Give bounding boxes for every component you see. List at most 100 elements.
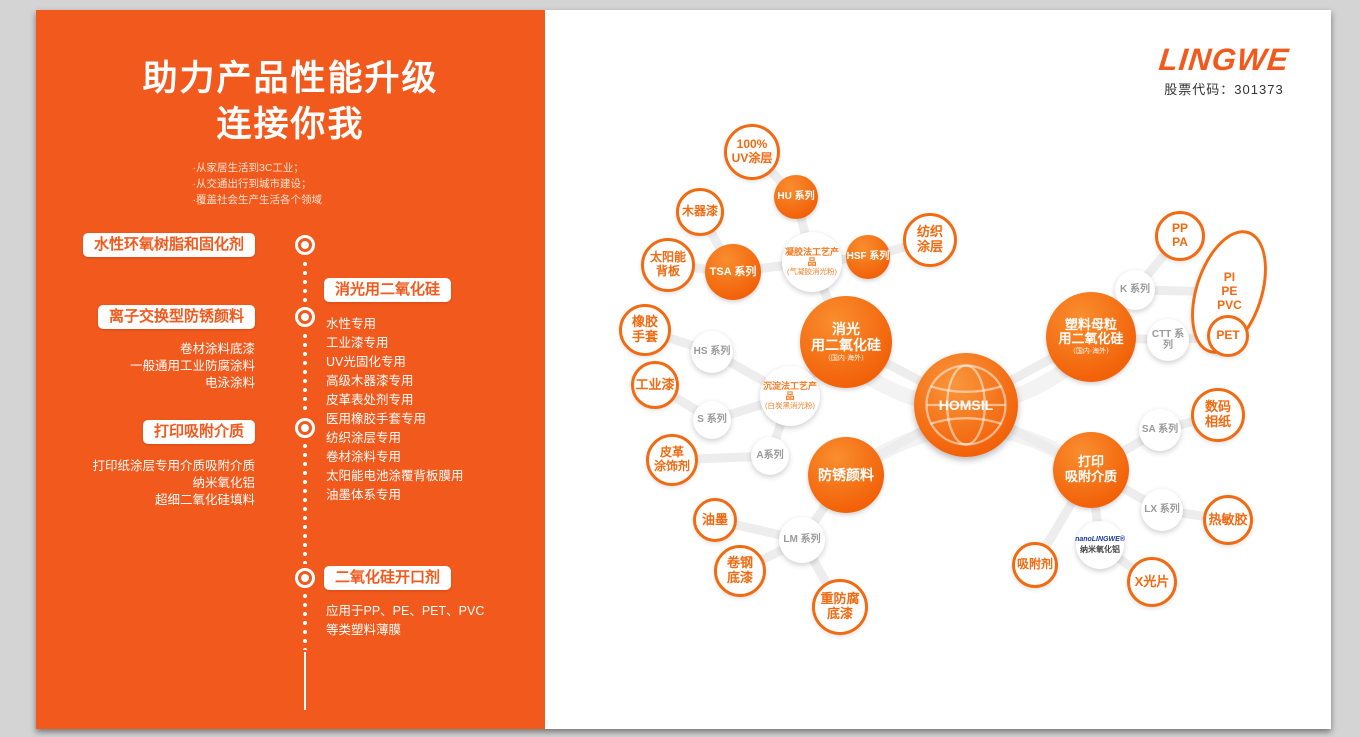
- antirust-pigment-uses-list: 卷材涂料底漆一般通用工业防腐涂料电泳涂料: [130, 341, 255, 392]
- diagram-node-hu: HU 系列: [774, 175, 818, 219]
- timeline-dotted-segment: [302, 442, 308, 564]
- use-item: 水性专用: [326, 317, 377, 331]
- use-item: 电泳涂料: [204, 376, 255, 390]
- node-label: 吸附剂: [1016, 557, 1053, 572]
- diagram-node-uv100: 100% UV涂层: [724, 124, 780, 180]
- diagram-node-printmedia: 打印 吸附介质: [1053, 432, 1129, 508]
- node-label: 打印 吸附介质: [1064, 454, 1117, 484]
- page-title: 助力产品性能升级 连接你我: [36, 56, 545, 148]
- node-label: PI PE PVC: [1216, 270, 1242, 312]
- node-sublabel: （国内·海外）: [823, 354, 869, 362]
- use-item: 一般通用工业防腐涂料: [129, 359, 255, 373]
- diagram-node-hsf: HSF 系列: [846, 235, 890, 279]
- page-title-line2: 连接你我: [216, 105, 365, 144]
- diagram-node-hub: HOMSIL: [914, 353, 1018, 457]
- node-label: 木器漆: [681, 204, 718, 219]
- node-label: 凝胶法工艺产品: [784, 246, 839, 268]
- use-item: 油墨体系专用: [326, 488, 402, 502]
- diagram-node-glove: 橡胶 手套: [619, 304, 671, 356]
- globe-icon: [925, 364, 1007, 446]
- node-label: 工业漆: [635, 376, 675, 392]
- diagram-node-lm: LM 系列: [779, 517, 825, 563]
- node-label: A系列: [756, 450, 784, 462]
- node-label: 重防腐 底漆: [820, 591, 860, 621]
- use-item: 太阳能电池涂覆背板膜用: [326, 469, 464, 483]
- intro-bullet: ·覆盖社会生产生活各个领域: [192, 194, 323, 206]
- node-label: 消光 用二氧化硅: [811, 321, 881, 354]
- diagram-node-antirust: 防锈颜料: [808, 437, 884, 513]
- diagram-node-textile: 纺织 涂层: [903, 213, 957, 267]
- node-label: HSF 系列: [846, 251, 890, 263]
- node-label: 热敏胶: [1208, 511, 1248, 527]
- use-item: 工业漆专用: [326, 336, 389, 350]
- use-item: 等类塑料薄膜: [326, 623, 402, 637]
- node-sublabel: （国内·海外）: [1068, 348, 1114, 356]
- timeline-dotted-segment: [302, 332, 308, 414]
- timeline-marker-icon: [295, 235, 315, 255]
- print-media-uses-list: 打印纸涂层专用介质吸附介质纳米氧化铝超细二氧化硅填料: [92, 458, 255, 509]
- diagram-node-lx: LX 系列: [1141, 489, 1183, 531]
- timeline-dotted-segment: [302, 260, 308, 304]
- node-label: 纺织 涂层: [916, 224, 943, 254]
- node-label: 塑料母粒 用二氧化硅: [1058, 316, 1124, 347]
- node-label: PP PA: [1171, 221, 1188, 249]
- diagram-node-sa: SA 系列: [1139, 409, 1181, 451]
- category-antirust-pigment: 离子交换型防锈颜料: [97, 305, 255, 329]
- left-panel: 助力产品性能升级 连接你我 ·从家居生活到3C工业；·从交通出行到城市建设；·覆…: [36, 10, 545, 729]
- use-item: 纳米氧化铝: [192, 476, 255, 490]
- node-label: 防锈颜料: [818, 466, 874, 483]
- node-label: K 系列: [1120, 284, 1150, 296]
- diagram-node-ctt: CTT 系列: [1147, 319, 1189, 361]
- node-label: LM 系列: [783, 534, 821, 546]
- node-label: LX 系列: [1144, 504, 1180, 516]
- node-label: 太阳能 背板: [649, 250, 686, 278]
- diagram-node-pet: PET: [1207, 315, 1249, 357]
- diagram-node-masterbatch: 塑料母粒 用二氧化硅（国内·海外）: [1046, 292, 1136, 382]
- diagram-node-xray: X光片: [1127, 557, 1177, 607]
- node-sublabel: (气凝胶消光粉): [787, 267, 837, 277]
- node-label: TSA 系列: [709, 265, 757, 278]
- node-label: HOMSIL: [938, 396, 994, 413]
- diagram-node-anticorr: 重防腐 底漆: [812, 579, 868, 635]
- node-label: PET: [1216, 328, 1240, 343]
- intro-bullet: ·从交通出行到城市建设；: [192, 178, 312, 190]
- use-item: 卷材涂料底漆: [179, 342, 255, 356]
- diagram-node-ink: 油墨: [693, 498, 737, 542]
- diagram-node-precip: 沉淀法工艺产品(白炭黑消光粉): [760, 366, 820, 426]
- presentation-slide: 助力产品性能升级 连接你我 ·从家居生活到3C工业；·从交通出行到城市建设；·覆…: [36, 10, 1331, 729]
- use-item: 超细二氧化硅填料: [154, 493, 255, 507]
- node-label: 沉淀法工艺产品: [762, 380, 817, 402]
- node-label: 皮革 涂饰剂: [653, 445, 690, 473]
- use-item: 高级木器漆专用: [326, 374, 414, 388]
- category-matting-silica: 消光用二氧化硅: [324, 278, 452, 302]
- diagram-node-photo: 数码 相纸: [1191, 388, 1245, 442]
- timeline-solid-segment: [304, 652, 306, 710]
- category-antiblocking-silica: 二氧化硅开口剂: [324, 566, 452, 590]
- diagram-node-s: S 系列: [693, 401, 731, 439]
- category-print-media: 打印吸附介质: [142, 420, 255, 444]
- diagram-node-adsorbent: 吸附剂: [1012, 542, 1058, 588]
- node-label: CTT 系列: [1151, 328, 1185, 352]
- diagram-node-layer: 凝胶法工艺产品(气凝胶消光粉) 沉淀法工艺产品(白炭黑消光粉) HS 系列 S 系列 A…: [36, 10, 1331, 729]
- diagram-node-matting: 消光 用二氧化硅（国内·海外）: [800, 296, 892, 388]
- nano-brand-logo: nanoLINGWE®: [1075, 536, 1125, 544]
- intro-bullet-list: ·从家居生活到3C工业；·从交通出行到城市建设；·覆盖社会生产生活各个领域: [36, 160, 545, 208]
- diagram-node-leather: 皮革 涂饰剂: [646, 434, 698, 486]
- diagram-node-industrial: 工业漆: [631, 361, 679, 409]
- page-title-line1: 助力产品性能升级: [142, 59, 439, 98]
- node-label: S 系列: [697, 414, 727, 426]
- use-item: 医用橡胶手套专用: [326, 412, 427, 426]
- timeline-marker-icon: [295, 307, 315, 327]
- diagram-node-hs: HS 系列: [691, 331, 733, 373]
- use-item: 打印纸涂层专用介质吸附介质: [92, 459, 255, 473]
- company-logo-block: LINGWE 股票代码：301373: [1157, 42, 1291, 98]
- node-sublabel: (白炭黑消光粉): [765, 401, 815, 411]
- diagram-node-tsa: TSA 系列: [705, 244, 761, 300]
- diagram-node-coil: 卷钢 底漆: [714, 545, 766, 597]
- diagram-node-solar: 太阳能 背板: [641, 238, 695, 292]
- node-label: HS 系列: [693, 346, 731, 358]
- diagram-node-thermal: 热敏胶: [1203, 495, 1253, 545]
- node-label: 橡胶 手套: [631, 314, 658, 344]
